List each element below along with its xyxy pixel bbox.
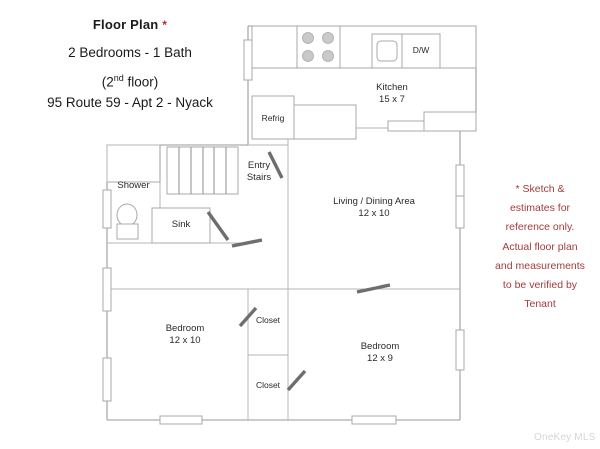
door-marker [231,238,263,248]
window [455,329,465,371]
room-label-bedroom-right: Bedroom 12 x 9 [335,341,425,365]
door-marker [356,283,391,294]
room-dimensions: 12 x 10 [358,208,390,219]
disclaimer-line: and measurements [495,259,585,272]
header-address: 95 Route 59 - Apt 2 - Nyack [47,95,213,110]
window [102,189,112,229]
toilet-bowl [116,203,138,227]
window [351,415,397,425]
refrigerator-box [251,95,295,140]
stove-burner [302,50,314,62]
room-name: Bedroom [165,323,205,334]
door-marker [238,306,258,328]
kitchen-counter [293,104,357,140]
label-closet-upper: Closet [255,315,281,325]
header-floor-suffix: floor) [123,74,159,90]
title-asterisk: * [162,18,168,32]
header-floor-ordinal: nd [113,73,124,83]
stove-burner [302,32,314,44]
room-dimensions: 12 x 9 [367,353,393,364]
entry-stairs-line2: Stairs [246,172,272,183]
onekey-mls-watermark: OneKey MLS [534,432,596,443]
bath-fixtures [106,144,211,244]
kitchen-sink-basin [376,40,398,62]
entry-stairs [166,146,239,195]
door-markers [206,151,391,392]
stove-burner [322,50,334,62]
label-bath-sink: Sink [171,219,191,230]
disclaimer-line: Actual floor plan [502,240,578,253]
disclaimer-line: to be verified by [502,279,578,292]
room-dimensions: 12 x 10 [169,335,201,346]
window [159,415,203,425]
window [455,164,465,198]
header-floor: (2nd floor) [0,73,260,90]
window [243,39,253,81]
disclaimer-line: reference only. [505,221,575,234]
label-closet-lower: Closet [255,380,281,390]
kitchen-fixtures [251,25,477,140]
window [455,195,465,229]
page-title-text: Floor Plan [92,17,159,32]
room-name: Living / Dining Area [333,196,415,207]
disclaimer-note: * Sketch & estimates for reference only.… [484,180,596,314]
window [102,267,112,312]
door-marker [286,369,307,392]
header-floor-prefix: (2 [101,74,114,90]
disclaimer-line: Tenant [524,298,556,311]
room-label-living-dining: Living / Dining Area 12 x 10 [314,196,434,220]
room-label-bedroom-left: Bedroom 12 x 10 [140,323,230,347]
entry-stairs-line1: Entry [247,160,271,171]
bath-sink-vanity [151,207,211,244]
page-title: Floor Plan * [0,17,260,32]
door-marker [267,151,284,179]
room-label-kitchen: Kitchen 15 x 7 [352,82,432,106]
label-refrigerator: Refrig [261,113,285,123]
window [102,357,112,402]
stove-burner [322,32,334,44]
toilet-tank [116,223,139,240]
room-name: Bedroom [360,341,400,352]
room-dimensions: 15 x 7 [379,94,405,105]
kitchen-counter [423,111,477,132]
header-bedrooms-baths: 2 Bedrooms - 1 Bath [68,45,192,60]
label-dishwasher: D/W [412,45,430,55]
disclaimer-line: estimates for [509,202,571,215]
label-entry-stairs: Entry Stairs [238,160,280,184]
label-shower: Shower [117,180,150,191]
room-name: Kitchen [376,82,408,93]
disclaimer-line: * Sketch & [515,183,565,195]
door-marker [206,211,230,241]
